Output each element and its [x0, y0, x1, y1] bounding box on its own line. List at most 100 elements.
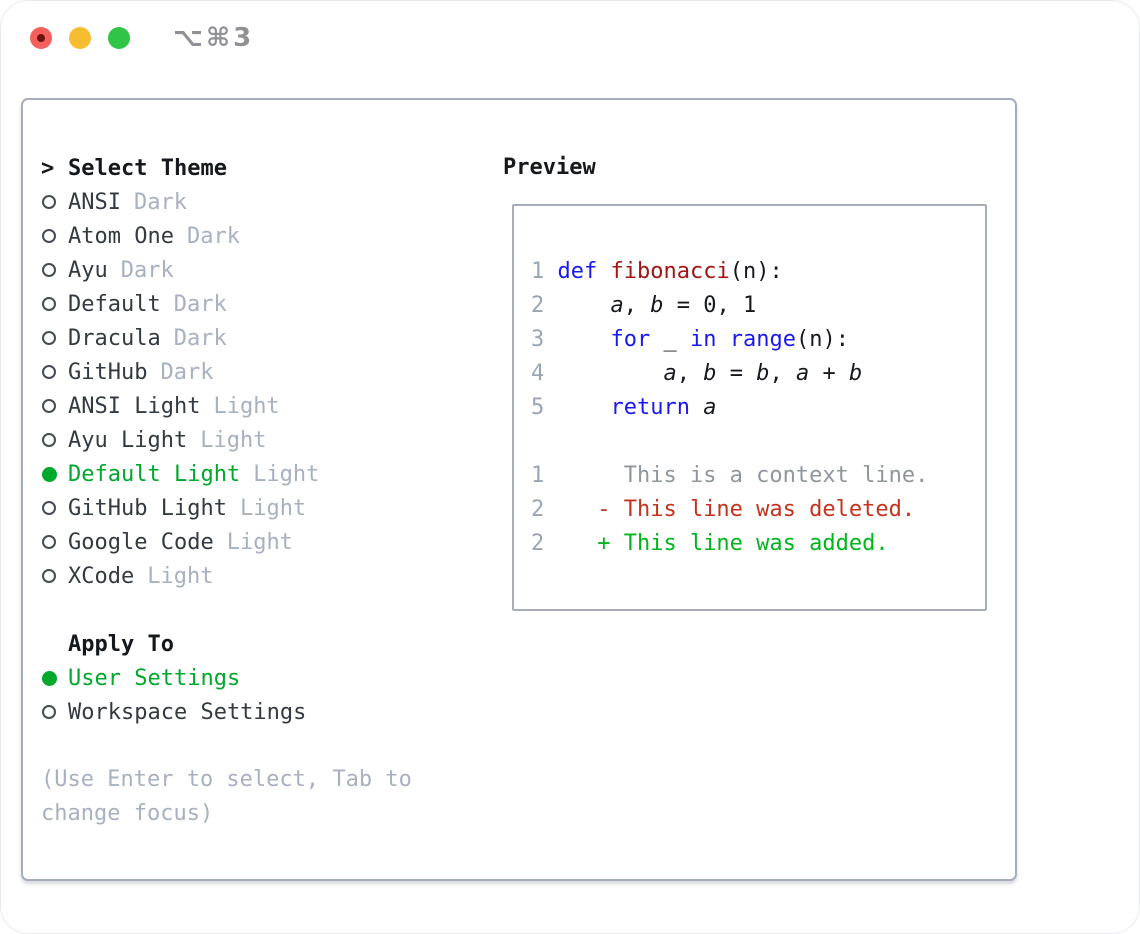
theme-option-variant: Light	[200, 427, 267, 453]
token-ln: 2	[531, 497, 545, 522]
radio-ring	[42, 705, 56, 719]
radio-ring	[42, 229, 56, 243]
token-var: a	[610, 293, 624, 318]
radio-icon	[41, 501, 68, 515]
token-pl	[690, 395, 703, 420]
token-kw: for	[610, 327, 651, 352]
token-pl: = 0, 1	[663, 293, 757, 318]
radio-icon	[41, 263, 68, 277]
token-pl	[558, 293, 611, 318]
theme-option-label: GitHub Light	[68, 495, 227, 521]
radio-ring	[42, 399, 56, 413]
token-add: + This line was added.	[544, 531, 889, 556]
token-ln: 5	[531, 395, 558, 420]
theme-option-label: ANSI	[68, 189, 121, 215]
theme-option-github[interactable]: GitHub Dark	[41, 355, 412, 389]
token-pl: +	[809, 361, 849, 386]
token-pl: ,	[676, 361, 704, 386]
radio-icon	[41, 399, 68, 413]
preview-line: 4 a, b = b, a + b	[531, 357, 985, 391]
theme-option-ayu[interactable]: Ayu Dark	[41, 253, 412, 287]
token-var: b	[848, 361, 863, 386]
preview-line: 3 for _ in range(n):	[531, 323, 985, 357]
radio-icon	[41, 297, 68, 311]
radio-ring	[42, 569, 56, 583]
token-var: b	[756, 361, 770, 386]
theme-option-variant: Dark	[133, 189, 187, 215]
token-ln: 2	[531, 293, 558, 318]
radio-selected-icon	[41, 670, 68, 686]
zoom-button[interactable]	[108, 27, 130, 49]
theme-option-ansi-light[interactable]: ANSI Light Light	[41, 389, 412, 423]
theme-option-default[interactable]: Default Dark	[41, 287, 412, 321]
minimize-button[interactable]	[69, 27, 91, 49]
select-theme-title: Select Theme	[68, 155, 227, 181]
theme-option-label: Default Light	[68, 461, 241, 487]
theme-option-label: XCode	[68, 563, 135, 589]
theme-option-label: Ayu	[68, 257, 108, 283]
theme-option-variant: Dark	[120, 257, 174, 283]
token-ln: 1	[531, 259, 558, 284]
apply-option-workspace-settings[interactable]: Workspace Settings	[41, 695, 412, 729]
select-theme-header: > Select Theme	[41, 151, 412, 185]
token-var: b	[650, 293, 664, 318]
window-title: ⌥⌘3	[173, 23, 255, 53]
theme-option-github-light[interactable]: GitHub Light Light	[41, 491, 412, 525]
radio-ring	[42, 365, 56, 379]
radio-icon	[41, 195, 68, 209]
apply-to-header: Apply To	[41, 627, 412, 661]
radio-dot	[42, 670, 57, 686]
theme-option-variant: Dark	[173, 291, 227, 317]
radio-icon	[41, 331, 68, 345]
apply-option-label: User Settings	[68, 665, 241, 691]
theme-option-label: Default	[68, 291, 161, 317]
token-fn: fibonacci	[610, 259, 730, 284]
token-kw: def	[557, 259, 598, 284]
apply-option-user-settings[interactable]: User Settings	[41, 661, 412, 695]
token-ln: 3	[531, 327, 558, 352]
preview-blank-line	[531, 425, 985, 459]
theme-option-variant: Light	[213, 393, 280, 419]
theme-option-label: Atom One	[68, 223, 174, 249]
token-pl: ,	[769, 361, 796, 386]
preview-line: 2 a, b = 0, 1	[531, 289, 985, 323]
prompt-icon: >	[41, 155, 55, 181]
radio-ring	[42, 195, 56, 209]
theme-option-variant: Dark	[173, 325, 227, 351]
preview-line: 5 return a	[531, 391, 985, 425]
token-pl	[558, 327, 611, 352]
theme-option-variant: Light	[226, 529, 293, 555]
radio-ring	[42, 501, 56, 515]
theme-option-variant: Light	[239, 495, 307, 521]
token-kw: range	[729, 327, 796, 352]
theme-option-ansi[interactable]: ANSI Dark	[41, 185, 412, 219]
radio-selected-icon	[41, 466, 68, 482]
preview-line: 2 + This line was added.	[531, 527, 985, 561]
preview-title: Preview	[503, 155, 596, 180]
token-kw: return	[610, 395, 690, 420]
titlebar: ⌥⌘3	[30, 23, 255, 53]
radio-icon	[41, 229, 68, 243]
spacer	[41, 593, 412, 627]
theme-option-label: ANSI Light	[68, 393, 201, 419]
radio-icon	[41, 705, 68, 719]
theme-option-variant: Dark	[160, 359, 214, 385]
token-var: b	[703, 361, 717, 386]
radio-ring	[42, 331, 56, 345]
theme-option-label: GitHub	[68, 359, 148, 385]
apply-to-title: Apply To	[68, 631, 174, 657]
token-ln: 1	[531, 463, 545, 488]
close-button[interactable]	[30, 27, 52, 49]
radio-icon	[41, 433, 68, 447]
